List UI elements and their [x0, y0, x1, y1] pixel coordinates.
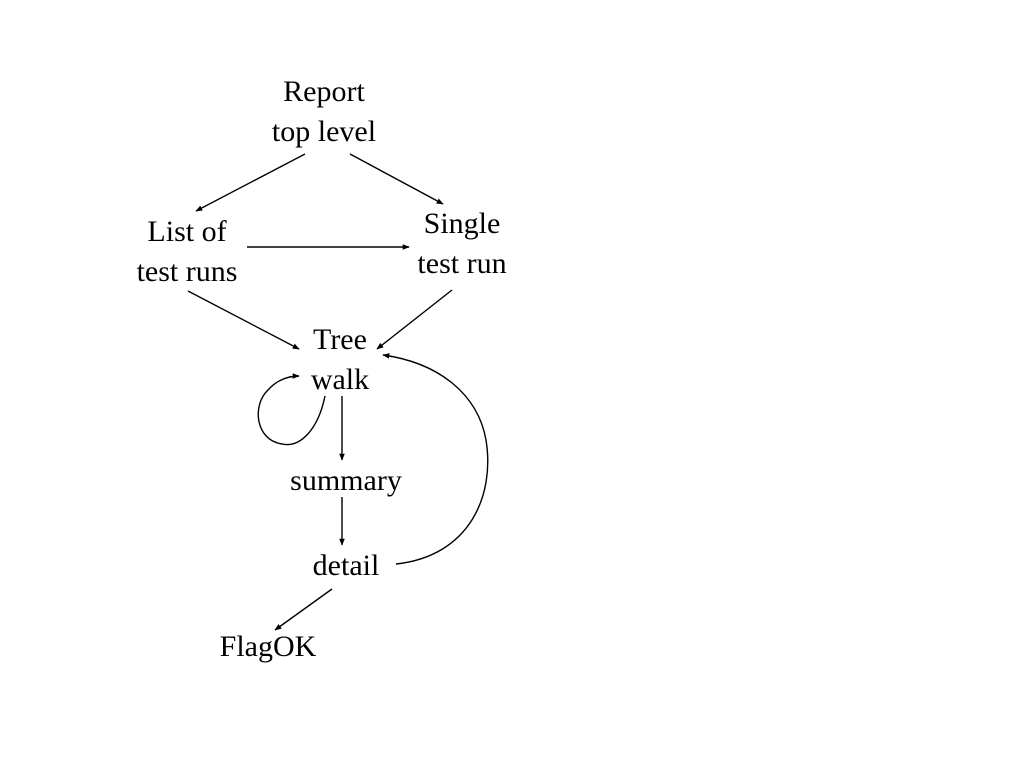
node-detail-label: detail [312, 549, 380, 582]
edge-list-runs-to-tree-walk [187, 290, 300, 350]
node-summary-label: summary [290, 464, 402, 497]
edge-single-run-to-tree-walk [376, 289, 453, 350]
edge-report-to-list-runs [195, 153, 306, 212]
node-list-runs-line1: List of [147, 215, 227, 248]
edge-tree-walk-self-loop [257, 373, 326, 446]
node-report-top-level: Report top level [244, 72, 404, 152]
edge-report-to-single-run [349, 153, 444, 205]
node-report-line1: Report [283, 75, 365, 108]
edge-detail-to-flagok [274, 588, 333, 631]
node-tree-walk-line1: Tree [313, 323, 367, 356]
node-report-line2: top level [271, 115, 377, 148]
node-flagok-label: FlagOK [219, 630, 317, 663]
node-single-test-run: Single test run [382, 204, 542, 284]
node-list-of-test-runs: List of test runs [107, 212, 267, 292]
node-tree-walk-line2: walk [310, 363, 370, 396]
node-single-run-line1: Single [423, 207, 501, 240]
node-detail: detail [286, 546, 406, 586]
node-list-runs-line2: test runs [136, 255, 238, 288]
node-flagok: FlagOK [198, 627, 338, 667]
node-summary: summary [266, 461, 426, 501]
node-single-run-line2: test run [417, 247, 507, 280]
edge-detail-to-tree-walk [382, 353, 489, 565]
node-tree-walk: Tree walk [290, 320, 390, 400]
